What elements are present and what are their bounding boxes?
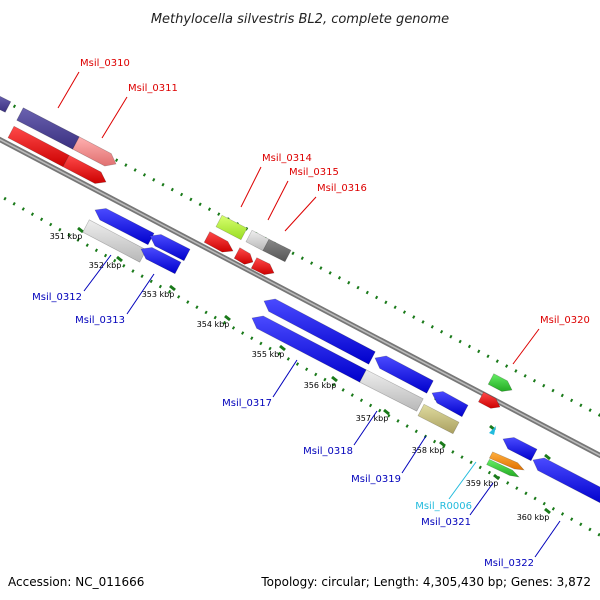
gene-label: Msil_0317 xyxy=(222,398,272,409)
gene-label: Msil_0312 xyxy=(32,292,82,303)
tick-label: 353 kbp xyxy=(142,290,175,299)
gene-features xyxy=(0,95,600,504)
gene-label: Msil_0318 xyxy=(303,446,353,457)
gene-feature-blue xyxy=(502,437,538,462)
gene-label: Msil_0311 xyxy=(128,83,178,94)
gene-feature-blue xyxy=(263,298,376,365)
gene-feature-blue xyxy=(532,457,600,504)
map-title: Methylocella silvestris BL2, complete ge… xyxy=(151,12,449,27)
trna-marker xyxy=(489,426,496,435)
tick-mark xyxy=(116,255,123,263)
gene-label-leader xyxy=(83,254,112,292)
tick-label: 356 kbp xyxy=(304,381,337,390)
gene-feature-lime xyxy=(215,214,248,241)
reverse-scale-ring xyxy=(0,194,600,537)
gene-label-leader xyxy=(512,328,540,365)
gene-label: Msil_0315 xyxy=(289,167,339,178)
topology-text: Topology: circular; Length: 4,305,430 bp… xyxy=(260,575,591,589)
gene-label-leader xyxy=(534,520,561,558)
gene-feature-blue xyxy=(431,391,469,418)
gene-label: Msil_0322 xyxy=(484,558,534,569)
tick-marks: 351 kbp 352 kbp 353 kbp 354 kbp 355 kbp 356 k… xyxy=(50,226,551,522)
gene-label-leader xyxy=(101,96,128,139)
tick-label: 358 kbp xyxy=(412,446,445,455)
gene-feature-red xyxy=(233,247,254,265)
gene-feature-orange xyxy=(488,451,525,471)
gene-label-leader xyxy=(267,180,289,221)
tick-mark xyxy=(544,453,551,461)
gene-feature-red xyxy=(203,231,234,253)
tick-label: 355 kbp xyxy=(252,350,285,359)
gene-label-leader xyxy=(401,435,427,474)
tick-label: 354 kbp xyxy=(197,320,230,329)
gene-label: Msil_0321 xyxy=(421,517,471,528)
gene-label-leader xyxy=(284,196,317,232)
gene-label: Msil_R0006 xyxy=(415,501,472,512)
tick-mark xyxy=(224,314,231,322)
tick-mark xyxy=(383,408,390,416)
tick-mark xyxy=(77,226,84,234)
tick-mark xyxy=(279,344,286,352)
gene-feature-pink xyxy=(72,136,117,167)
gene-label-leader xyxy=(448,461,477,500)
gene-feature-blue xyxy=(149,234,191,262)
tick-mark xyxy=(331,375,338,383)
tick-mark xyxy=(439,440,446,448)
gene-label: Msil_0320 xyxy=(540,315,590,326)
gene-feature-red xyxy=(250,257,275,275)
gene-label: Msil_0316 xyxy=(317,183,367,194)
gene-label-leader xyxy=(126,273,155,315)
gene-label: Msil_0314 xyxy=(262,153,312,164)
tick-mark xyxy=(544,507,551,515)
gene-feature-lightgray xyxy=(359,369,424,412)
gene-feature-red xyxy=(478,391,501,409)
gene-label-leader xyxy=(353,410,378,446)
gene-label-leader xyxy=(240,166,262,208)
tick-label: 360 kbp xyxy=(517,513,550,522)
gene-feature-blue xyxy=(140,247,182,275)
gene-label-leader xyxy=(57,71,80,109)
tick-label: 351 kbp xyxy=(50,232,83,241)
gene-feature-blue xyxy=(374,355,434,394)
gene-feature-blue xyxy=(94,208,155,246)
accession-text: Accession: NC_011666 xyxy=(8,575,144,589)
gene-feature-navy xyxy=(0,95,12,113)
gene-labels: Msil_0310Msil_0311Msil_0314Msil_0315Msil… xyxy=(32,58,590,569)
gene-feature-khaki xyxy=(417,403,460,435)
tick-mark xyxy=(493,473,500,481)
sequence-backbone xyxy=(0,136,600,459)
tick-label: 352 kbp xyxy=(89,261,122,270)
gene-feature-green xyxy=(487,373,513,392)
tick-mark xyxy=(169,284,176,292)
tick-label: 359 kbp xyxy=(466,479,499,488)
gene-label-leader xyxy=(469,482,494,516)
gene-label: Msil_0313 xyxy=(75,315,125,326)
gene-label: Msil_0319 xyxy=(351,474,401,485)
gene-feature-darkgray xyxy=(262,238,292,263)
gene-label: Msil_0310 xyxy=(80,58,130,69)
gene-feature-red xyxy=(62,154,107,184)
gene-feature-green xyxy=(486,458,520,478)
gene-label-leader xyxy=(272,359,298,398)
